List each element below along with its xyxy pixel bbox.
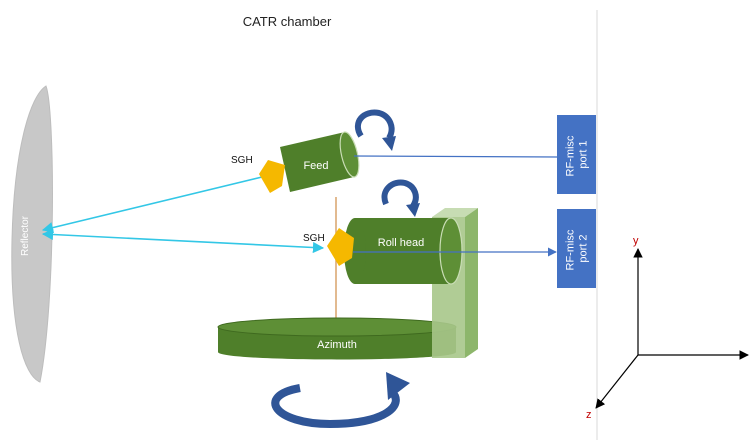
roll-head-cylinder: Roll head [344,217,463,285]
roll-head-body [355,218,451,284]
port2-label-line2: port 2 [578,234,590,262]
azimuth-platform: Azimuth [217,317,457,360]
sgh-top-label: SGH [231,155,253,166]
rf-misc-port2: RF-misc port 2 [557,209,596,288]
rf-misc-port1: RF-misc port 1 [557,115,596,194]
chamber-title: CATR chamber [243,14,332,29]
roll-head-face [439,217,463,285]
feed-body [280,132,354,192]
roll-head-back [344,218,366,284]
port2-box [557,209,596,288]
sgh-top-horn [259,160,285,193]
azimuth-top [217,317,457,337]
azimuth-rotation-arrowhead [386,372,410,400]
port1-label: RF-misc port 1 [565,133,590,177]
feed-face [339,131,360,178]
roll-rotation-arrowhead [406,203,420,217]
feed-cylinder: Feed [280,131,360,192]
feed-rotation-arrowhead [382,136,396,151]
azimuth-label: Azimuth [317,339,357,351]
sgh-bottom-label: SGH [303,233,325,244]
beam-line-probe [41,228,325,254]
roll-rotation-arc [381,179,419,208]
stand-side [465,208,478,358]
coordinate-axes: y z [586,235,749,421]
beam-line-feed [41,176,263,234]
axis-y-label: y [633,235,639,247]
reflector-shape [11,85,53,383]
feed-rotation-arc [354,109,395,140]
feed-label: Feed [303,160,328,172]
port1-box [557,115,596,194]
feed-to-port1-line [353,155,558,158]
port1-label-text: RF-misc [565,135,577,176]
sgh-bottom-horn [327,228,354,266]
axis-z-label: z [586,409,592,421]
port1-label-line2: port 1 [578,140,590,168]
axis-z-line [595,354,639,409]
azimuth-rotation-arc [271,384,400,429]
roll-head-label: Roll head [378,237,424,249]
stand-top [432,208,478,217]
reflector: Reflector [11,85,53,383]
port2-label: RF-misc port 2 [565,227,590,271]
port2-label-text: RF-misc [565,229,577,270]
reflector-label: Reflector [20,215,31,256]
